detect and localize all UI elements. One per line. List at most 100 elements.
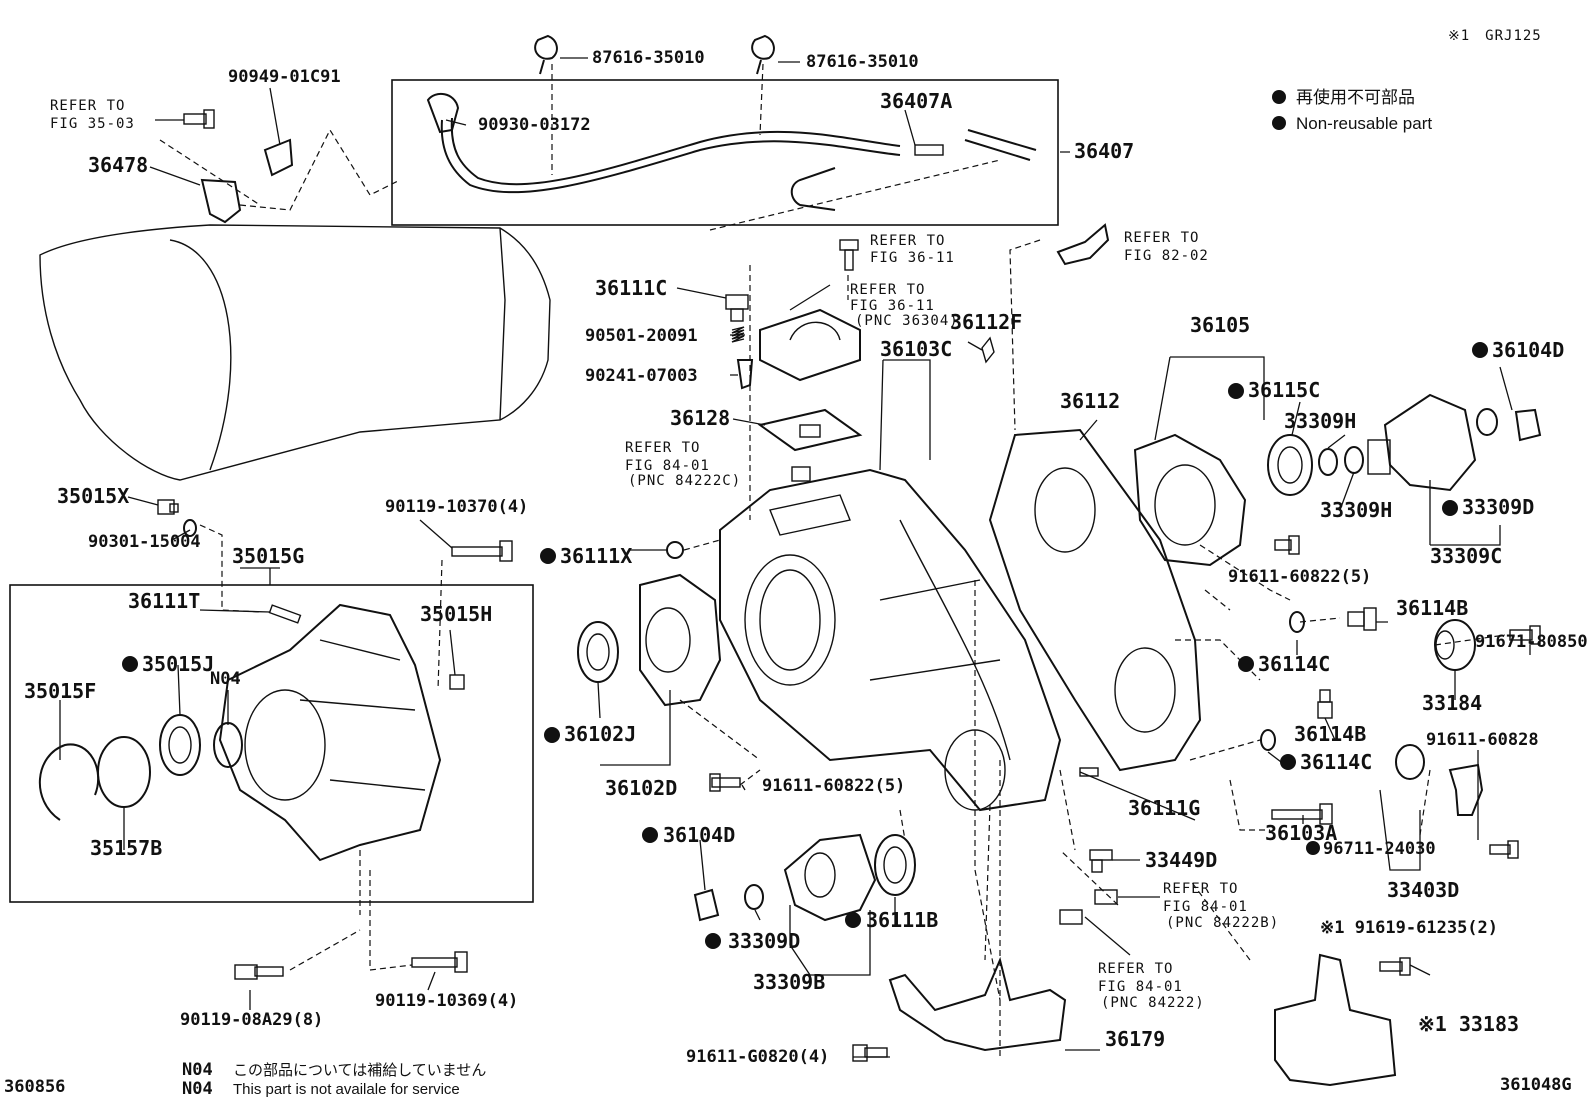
non-reusable-dot-icon <box>1280 754 1296 770</box>
ref-fig-36-11-pnc-c: (PNC 36304) <box>855 313 959 329</box>
plug-36114B-icon <box>1347 607 1377 631</box>
bolt-36103A-icon <box>1271 803 1333 825</box>
extension-housing-group-box <box>9 584 534 903</box>
label-36179: 36179 <box>1105 1027 1165 1051</box>
label-90241-07003: 90241-07003 <box>585 366 698 386</box>
label-36103A: 36103A <box>1265 821 1337 845</box>
o-ring-icon <box>1395 744 1425 780</box>
label-36111T: 36111T <box>128 589 200 613</box>
union-plug-icon <box>426 92 460 134</box>
companion-flange-33309C <box>1367 393 1477 492</box>
non-reusable-dot-icon <box>1442 500 1458 516</box>
bolt-icon <box>183 109 215 129</box>
label-36111X: 36111X <box>560 544 632 568</box>
bracket-82-02-icon <box>1056 223 1110 266</box>
label-36407A: 36407A <box>880 89 952 113</box>
ref-fig-82-02-a: REFER TO <box>1124 230 1199 246</box>
ref-fig-82-02-b: FIG 82-02 <box>1124 248 1209 264</box>
transfer-case-36103C <box>719 468 1062 812</box>
non-reusable-dot-icon <box>540 548 556 564</box>
label-36111B: 36111B <box>866 908 938 932</box>
label-90119-10369: 90119-10369(4) <box>375 991 518 1011</box>
label-33184: 33184 <box>1422 691 1482 715</box>
footer-right-code: 361048G <box>1500 1075 1572 1095</box>
label-36102J: 36102J <box>564 722 636 746</box>
ref-fig-84-01-c-c: (PNC 84222C) <box>628 473 741 489</box>
label-90949-01C91: 90949-01C91 <box>228 67 341 87</box>
non-reusable-dot-icon <box>642 827 658 843</box>
ref-fig-84-01-a: REFER TO <box>1098 961 1173 977</box>
pin-36111G-icon <box>1079 767 1099 777</box>
plug-35015X-icon <box>157 499 179 515</box>
bolt-icon <box>839 239 859 271</box>
label-35015J: 35015J <box>142 652 214 676</box>
bolt-icon <box>1509 625 1541 645</box>
non-reusable-bullet-icon <box>1272 90 1286 104</box>
bolt-icon <box>1274 535 1300 555</box>
label-36114B-a: 36114B <box>1396 596 1468 620</box>
label-35015X: 35015X <box>57 484 129 508</box>
plug-84222C-icon <box>791 466 811 482</box>
ref-fig-84-01-b-b: FIG 84-01 <box>1163 899 1248 915</box>
bolt-icon <box>411 951 468 973</box>
breather-hose <box>440 117 1037 211</box>
non-reusable-bullet-icon <box>1272 116 1286 130</box>
cover-36304-icon <box>759 308 861 382</box>
footer-n04-en: This part is not availale for service <box>233 1081 460 1098</box>
label-36105: 36105 <box>1190 313 1250 337</box>
gasket-90301-icon <box>183 519 197 537</box>
footer-n04-code-1: N04 <box>182 1060 213 1080</box>
non-reusable-dot-icon <box>544 727 560 743</box>
ref-fig-36-11-a: REFER TO <box>870 233 945 249</box>
label-91611-60828: 91611-60828 <box>1426 730 1539 750</box>
label-36111G: 36111G <box>1128 796 1200 820</box>
plug-84222B-icon <box>1094 889 1118 905</box>
model-note: ※1 GRJ125 <box>1448 28 1542 44</box>
bolt-icon <box>234 964 284 980</box>
label-N04: N04 <box>210 669 241 689</box>
label-36104D-left: 36104D <box>663 823 735 847</box>
label-35015F: 35015F <box>24 679 96 703</box>
adapter-housing-36102D <box>639 573 722 707</box>
non-reusable-dot-icon <box>1306 841 1320 855</box>
label-36112F: 36112F <box>950 310 1022 334</box>
non-reusable-dot-icon <box>1472 342 1488 358</box>
bracket-36179 <box>888 956 1067 1052</box>
ref-fig-84-01-c-a: REFER TO <box>625 440 700 456</box>
label-36114B-b: 36114B <box>1294 722 1366 746</box>
label-36103C: 36103C <box>880 337 952 361</box>
clamp-bracket-icon <box>263 138 294 177</box>
non-reusable-dot-icon <box>845 912 861 928</box>
bolt-icon <box>709 773 741 792</box>
ref-fig-35-03-a: REFER TO <box>50 98 125 114</box>
label-36115C: 36115C <box>1248 378 1320 402</box>
label-33449D: 33449D <box>1145 848 1217 872</box>
label-36114C-b: 36114C <box>1300 750 1372 774</box>
ref-fig-84-01-c: (PNC 84222) <box>1101 995 1205 1011</box>
label-33309D-right: 33309D <box>1462 495 1534 519</box>
nut-36104D-icon <box>693 888 720 922</box>
label-33403D: 33403D <box>1387 878 1459 902</box>
label-36114C-a: 36114C <box>1258 652 1330 676</box>
bolt-icon <box>852 1044 888 1062</box>
label-87616-35010-b: 87616-35010 <box>806 52 919 72</box>
bracket-36478-icon <box>200 178 242 224</box>
label-91611-60822-b: 91611-60822(5) <box>762 776 905 796</box>
label-90119-08A29: 90119-08A29(8) <box>180 1010 323 1030</box>
leader-lines <box>59 57 1531 1058</box>
legend-en: Non-reusable part <box>1296 114 1432 133</box>
ref-fig-84-01-c-b: FIG 84-01 <box>625 458 710 474</box>
oil-seal-36111B-icon <box>874 834 916 896</box>
ball-plunger-icon <box>736 359 754 390</box>
label-35015G: 35015G <box>232 544 304 568</box>
label-36104D-right: 36104D <box>1492 338 1564 362</box>
ref-fig-84-01-b-c: (PNC 84222B) <box>1166 915 1279 931</box>
legend-jp: 再使用不可部品 <box>1296 87 1415 107</box>
hose-clamp-icon <box>751 34 775 75</box>
ref-fig-84-01-b-a: REFER TO <box>1163 881 1238 897</box>
washer-icon <box>1344 446 1364 474</box>
transmission-outline <box>39 224 551 481</box>
label-33309H-a: 33309H <box>1284 409 1356 433</box>
label-90301-15004: 90301-15004 <box>88 532 201 552</box>
